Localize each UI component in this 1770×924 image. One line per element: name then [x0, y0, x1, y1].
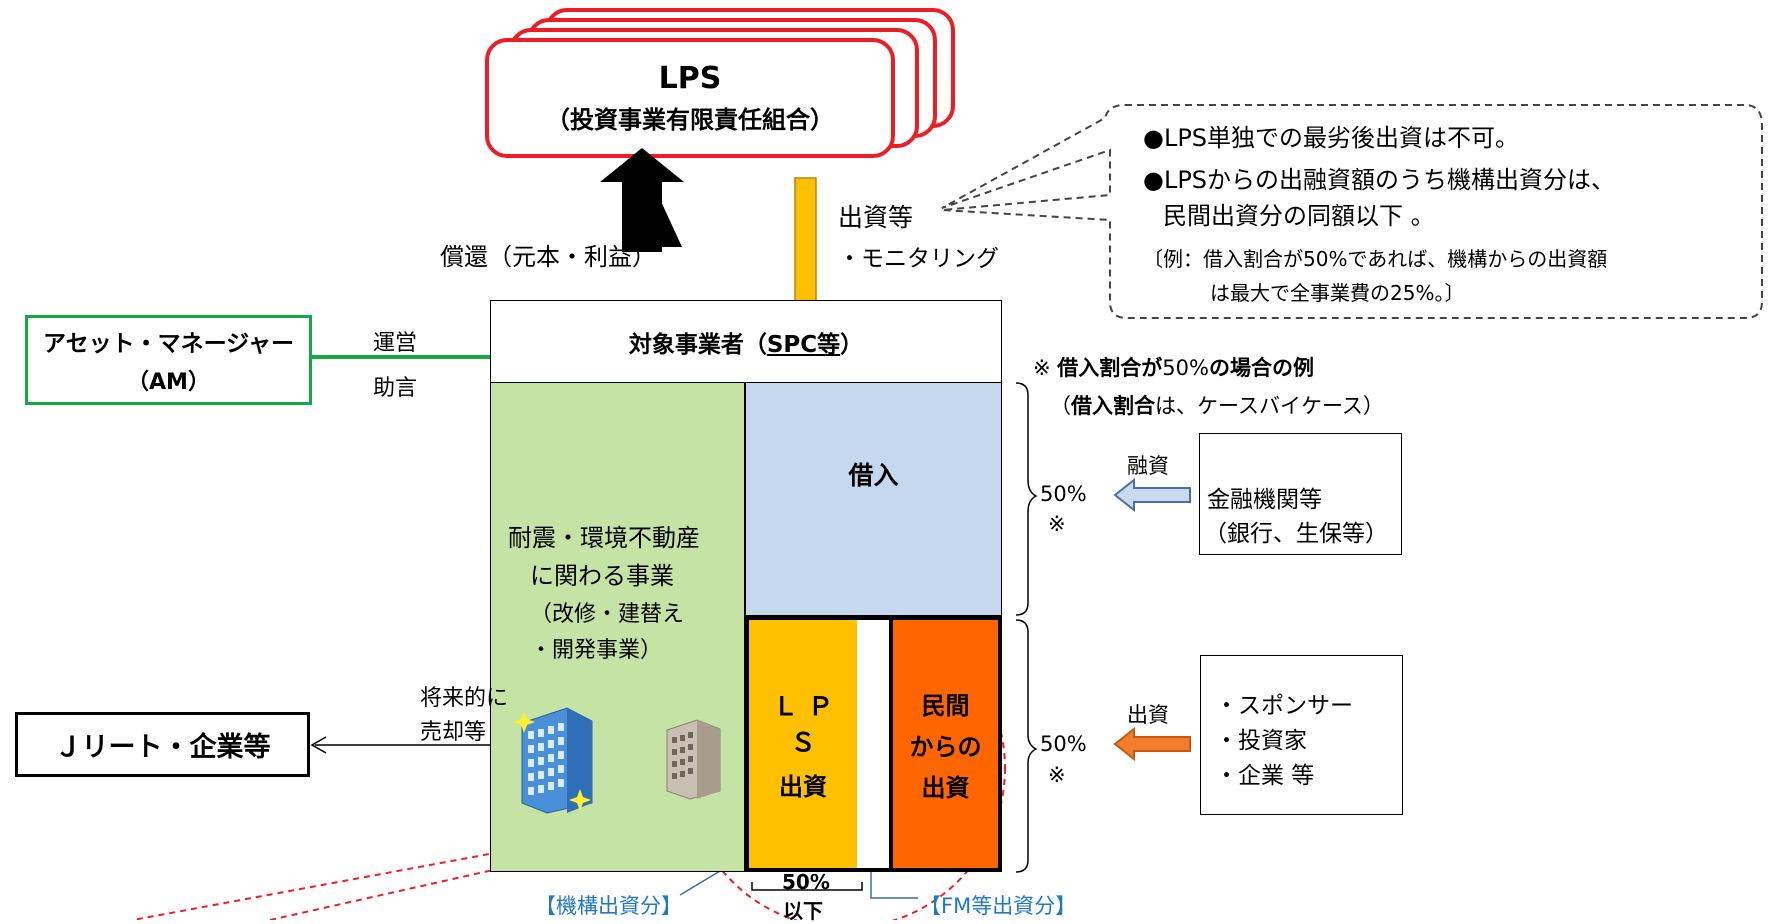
- repay-label: 償還（元本・利益）: [440, 243, 656, 271]
- notes-bubble: [941, 104, 1763, 319]
- upper-pct: 50%: [1040, 482, 1087, 506]
- lps-invest-box: ＬＰＳ 出資: [749, 620, 857, 868]
- note-example-2: は最大で全事業費の25%。〕: [1210, 281, 1465, 305]
- borrow-box: 借入: [745, 383, 1002, 616]
- sale-line2: 売却等: [420, 720, 487, 745]
- private-invest-box: 民間 からの 出資: [889, 620, 998, 868]
- upper-mark: ※: [1048, 512, 1066, 536]
- invest-label: 出資等: [838, 203, 914, 232]
- jreit-box: Ｊリート・企業等: [15, 712, 310, 777]
- investors-line2: ・投資家: [1215, 728, 1307, 754]
- brace-lower: [1015, 619, 1038, 873]
- spc-label: 対象事業者（SPC等）: [629, 325, 863, 359]
- limit-bracket: [751, 882, 863, 891]
- lower-pct: 50%: [1040, 732, 1087, 756]
- project-line2: に関わる事業: [530, 562, 674, 590]
- project-line1: 耐震・環境不動産: [508, 524, 700, 552]
- repay-arrow-shape: [600, 148, 684, 252]
- project-line3: （改修・建替え: [530, 602, 685, 627]
- borrow-label: 借入: [848, 461, 899, 490]
- limit-line1: 50%: [782, 870, 830, 894]
- invest-arrow-shape: [1113, 726, 1191, 762]
- private-invest-line2: からの: [909, 732, 982, 761]
- sale-line1: 将来的に: [420, 686, 509, 711]
- lps-invest-line2: 出資: [779, 772, 827, 801]
- ratio-note-bold2: の場合の例: [1208, 356, 1314, 380]
- am-name: アセット・マネージャー: [43, 331, 294, 357]
- lps-invest-line1: ＬＰＳ: [772, 691, 843, 757]
- loan-label: 融資: [1127, 454, 1169, 478]
- ratio-note-pre: （: [1050, 394, 1071, 418]
- loan-arrow-shape: [1113, 477, 1191, 513]
- spc-box: 対象事業者（SPC等）: [490, 300, 1002, 383]
- note-line3: 民間出資分の同額以下 。: [1163, 202, 1435, 230]
- lenders-line2: （銀行、生保等）: [1204, 521, 1388, 547]
- investors-line1: ・スポンサー: [1215, 693, 1353, 719]
- lenders-line1: 金融機関等: [1207, 487, 1322, 513]
- am-box: アセット・マネージャー （AM）: [25, 315, 312, 405]
- investors-box: ・スポンサー ・投資家 ・企業 等: [1200, 655, 1403, 815]
- lower-mark: ※: [1048, 763, 1066, 787]
- fm-label: 【FM等出資分】: [920, 894, 1077, 918]
- am-abbr: （AM）: [127, 370, 210, 395]
- spc-label-suffix: ）: [840, 331, 864, 358]
- lps-card: LPS （投資事業有限責任組合）: [485, 38, 895, 158]
- note-line1: ●LPS単独での最劣後出資は不可。: [1143, 124, 1520, 152]
- ratio-note-mark: ※: [1033, 356, 1058, 380]
- note-line2: ●LPSからの出融資額のうち機構出資分は、: [1143, 166, 1616, 194]
- ratio-note-bold1: 借入割合が: [1057, 356, 1163, 380]
- monitoring-label: ・モニタリング: [838, 246, 999, 272]
- spc-label-underline: SPC等: [766, 331, 841, 358]
- lenders-box: 金融機関等 （銀行、生保等）: [1199, 433, 1402, 555]
- note-example-1: 〔例：借入割合が50%であれば、機構からの出資額: [1143, 247, 1608, 271]
- am-role-1: 運営: [373, 331, 418, 356]
- ratio-note-bold: 借入割合: [1071, 394, 1155, 418]
- kikou-label: 【機構出資分】: [535, 894, 682, 918]
- project-line4: ・開発事業）: [530, 638, 663, 663]
- old-building-icon: [666, 719, 721, 800]
- brace-upper: [1015, 382, 1038, 616]
- ratio-note-line2: （借入割合は、ケースバイケース）: [1050, 390, 1384, 420]
- limit-line2: 以下: [783, 899, 823, 923]
- sale-arrow-head: [310, 736, 327, 754]
- ratio-note-line1: ※ 借入割合が50%の場合の例: [1033, 352, 1314, 382]
- investors-line3: ・企業 等: [1215, 763, 1315, 789]
- new-building-icon: [513, 707, 593, 814]
- am-role-2: 助言: [373, 376, 418, 401]
- ratio-note-num: 50%: [1162, 356, 1209, 380]
- spc-label-prefix: 対象事業者（: [628, 331, 767, 358]
- private-invest-line3: 出資: [921, 773, 970, 802]
- ratio-note-post: は、ケースバイケース）: [1155, 394, 1384, 418]
- jreit-label: Ｊリート・企業等: [54, 732, 271, 763]
- invest-flow-label: 出資: [1127, 703, 1169, 727]
- lps-subtitle: （投資事業有限責任組合）: [546, 106, 834, 134]
- private-invest-line1: 民間: [921, 691, 970, 720]
- lps-title: LPS: [658, 61, 722, 96]
